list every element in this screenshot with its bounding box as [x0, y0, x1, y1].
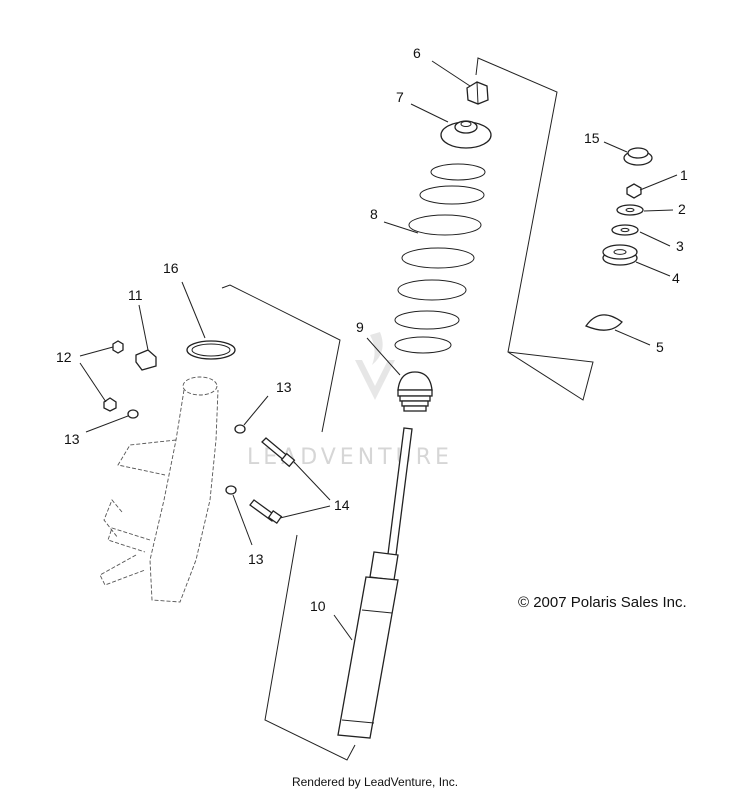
part-13-washer-left	[127, 409, 139, 419]
label-13-left: 13	[64, 431, 80, 447]
part-5-cap	[585, 314, 623, 331]
label-10: 10	[310, 598, 326, 614]
label-5: 5	[656, 339, 664, 355]
part-7-upper-mount	[440, 120, 492, 149]
label-3: 3	[676, 238, 684, 254]
leader-lines	[79, 60, 678, 641]
steering-knuckle	[99, 376, 219, 603]
part-2-washer	[616, 204, 644, 216]
part-3-washer	[611, 224, 639, 236]
label-15: 15	[584, 130, 600, 146]
part-4-bushing	[602, 244, 638, 266]
part-9-bump-stop	[397, 371, 433, 412]
label-13-lower: 13	[248, 551, 264, 567]
part-16-ring	[186, 340, 236, 360]
part-6-nut	[466, 81, 489, 105]
part-14-bolt-lower	[249, 499, 283, 525]
label-7: 7	[396, 89, 404, 105]
part-11-clip	[135, 349, 157, 371]
label-12: 12	[56, 349, 72, 365]
label-6: 6	[413, 45, 421, 61]
part-10-shock-absorber	[337, 427, 413, 739]
label-8: 8	[370, 206, 378, 222]
label-11: 11	[128, 287, 143, 303]
part-12-nut-upper	[112, 340, 124, 354]
copyright-text: © 2007 Polaris Sales Inc.	[518, 594, 687, 611]
label-1: 1	[680, 167, 688, 183]
part-15-cap	[623, 147, 653, 166]
watermark-logo	[355, 332, 395, 400]
part-13-washer-upper	[234, 424, 246, 434]
label-4: 4	[672, 270, 680, 286]
label-14: 14	[334, 497, 350, 513]
part-12-nut-lower	[103, 397, 117, 412]
label-2: 2	[678, 201, 686, 217]
part-13-washer-lower	[225, 485, 237, 495]
part-8-spring	[394, 163, 486, 354]
label-9: 9	[356, 319, 364, 335]
bracket-lines	[221, 57, 594, 761]
label-13-upper: 13	[276, 379, 292, 395]
part-14-bolt-upper	[261, 437, 296, 468]
footer-credit: Rendered by LeadVenture, Inc.	[291, 775, 459, 789]
label-16: 16	[163, 260, 179, 276]
part-1-nut	[626, 183, 642, 199]
